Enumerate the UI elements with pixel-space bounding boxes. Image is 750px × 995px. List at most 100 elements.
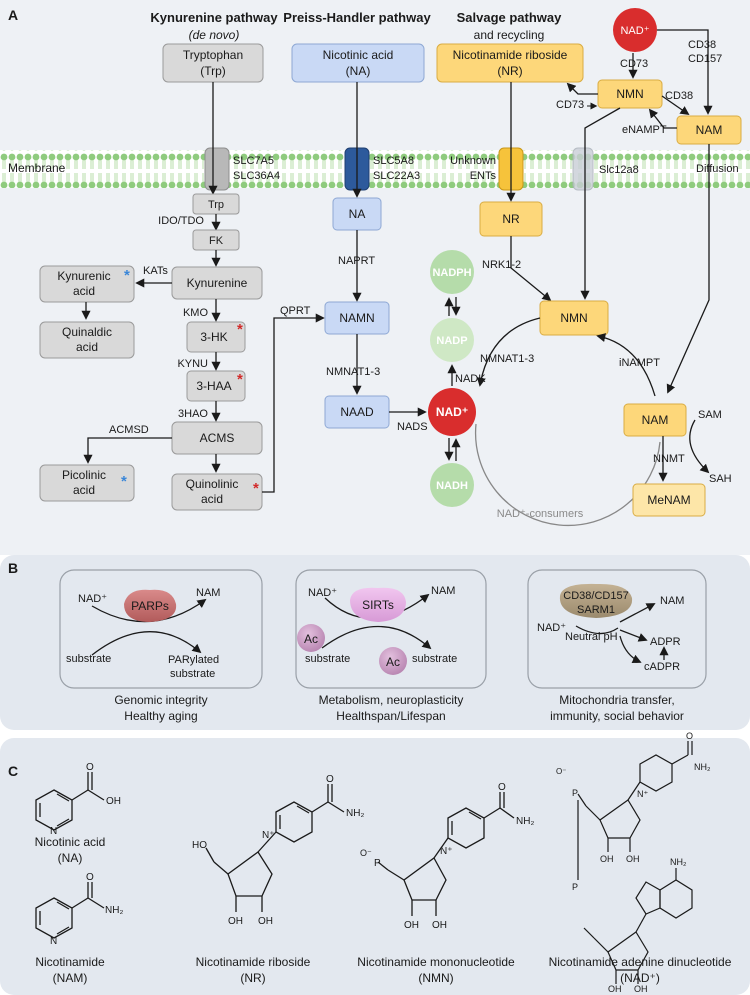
nad-oh-atom-3: OH	[608, 984, 622, 994]
arrow-quinolinic-to-namn	[262, 313, 325, 493]
node-picolinic-acid-label-1: Picolinic	[62, 468, 106, 482]
cd73-left-label: CD73	[556, 99, 584, 111]
slc5a8-label: SLC5A8	[373, 155, 414, 167]
cd38-nad: NAD⁺	[537, 622, 566, 634]
node-nadp-label: NADP	[436, 335, 467, 347]
nad-o-atom: O	[686, 731, 693, 741]
node-kynurenic-acid	[39, 265, 135, 303]
node-extracellular-nad-label: NAD⁺	[620, 25, 649, 37]
membrane-bilayer	[0, 150, 750, 188]
node-nam	[623, 403, 687, 437]
cd38-enzyme-label-2: SARM1	[577, 604, 615, 616]
node-extracellular-nam-label: NAM	[696, 123, 723, 137]
sirts-nad: NAD⁺	[308, 587, 337, 599]
nmn-transporter	[572, 147, 594, 191]
slc12a8-label: Slc12a8	[599, 164, 639, 176]
nr-nplus-atom: N⁺	[262, 830, 275, 841]
nmnat-right-label: NMNAT1-3	[480, 353, 534, 365]
3hk-star: *	[237, 321, 243, 338]
sirts-substrate: substrate	[305, 653, 350, 665]
sirts-arc-bottom	[321, 625, 432, 650]
node-nadh	[430, 463, 474, 507]
nmn-nh2-atom: NH₂	[516, 816, 534, 827]
nam-name: Nicotinamide	[35, 955, 105, 969]
nmn-ominus-atom: O⁻	[360, 848, 372, 858]
nmn-oh-atom-2: OH	[432, 920, 447, 931]
arrow-sam-to-sah	[689, 419, 710, 474]
node-menam	[632, 483, 706, 517]
nmn-p-atom: P	[374, 858, 381, 869]
panel-a-label: A	[8, 7, 18, 23]
node-namn-label: NAMN	[339, 311, 374, 325]
header-salvage-sub: and recycling	[474, 28, 545, 42]
naprt-label: NAPRT	[338, 255, 375, 267]
nadk-label: NADK	[455, 373, 486, 385]
node-nadph-label: NADPH	[432, 267, 471, 279]
parps-caption-2: Healthy aging	[124, 709, 197, 723]
sirts-caption-2: Healthspan/Lifespan	[336, 709, 445, 723]
nr-abbr: (NR)	[240, 971, 265, 985]
cd38-nam: NAM	[660, 595, 684, 607]
panel-b-label: B	[8, 560, 18, 576]
parps-product-1: PARylated	[168, 654, 219, 666]
nad-name: Nicotinamide adenine dinucleotide	[549, 955, 732, 969]
membrane-label: Membrane	[8, 161, 66, 175]
node-quinolinic-acid-label-2: acid	[201, 492, 223, 506]
node-quinaldic-acid	[39, 321, 135, 359]
cd38-adpr: ADPR	[650, 636, 681, 648]
cd38-neutral: Neutral pH	[565, 631, 618, 643]
nad-abbr: (NAD⁺)	[620, 971, 660, 985]
nad-oh-atom-2: OH	[626, 854, 640, 864]
node-nad-label: NAD⁺	[436, 405, 468, 419]
panel-c-label: C	[8, 763, 18, 779]
ents-label: ENTs	[470, 170, 497, 182]
slc7a5-label: SLC7A5	[233, 155, 274, 167]
nr-oh-atom-2: OH	[258, 916, 273, 927]
node-fk-label: FK	[209, 235, 224, 247]
cd38-mid-label: CD38	[665, 90, 693, 102]
kynu-label: KYNU	[177, 358, 208, 370]
cd38-arc	[575, 625, 619, 635]
header-preiss: Preiss-Handler pathway	[283, 10, 431, 25]
sirts-nam: NAM	[431, 585, 455, 597]
nmn-nplus-atom: N⁺	[440, 846, 453, 857]
node-nicotinic-acid	[291, 43, 425, 83]
inampt-label: iNAMPT	[619, 357, 660, 369]
node-tryptophan-label: Tryptophan	[183, 48, 243, 62]
node-kynurenic-acid-label-2: acid	[73, 284, 95, 298]
header-salvage: Salvage pathway	[457, 10, 563, 25]
header-kynurenine: Kynurenine pathway	[150, 10, 278, 25]
node-3haa-label: 3-HAA	[196, 379, 231, 393]
node-quinaldic-acid-label-2: acid	[76, 340, 98, 354]
node-acms-label: ACMS	[200, 431, 235, 445]
cd38-cadpr: cADPR	[644, 661, 680, 673]
nmn-structure	[377, 792, 515, 916]
cd157-label: CD157	[688, 53, 722, 65]
cd38-caption-1: Mitochondria transfer,	[559, 693, 674, 707]
sirts-box	[295, 569, 487, 689]
node-extracellular-nad	[613, 8, 657, 52]
nicotinamide-riboside-structure	[205, 784, 345, 912]
arrow-nam-to-nmn-enampt	[648, 108, 677, 129]
sirts-enzyme-label: SIRTs	[362, 598, 394, 612]
node-menam-label: MeNAM	[647, 493, 690, 507]
diffusion-label: Diffusion	[696, 163, 739, 175]
nam-o-atom: O	[86, 872, 94, 883]
picolinic-star: *	[121, 473, 127, 490]
3hao-label: 3HAO	[178, 408, 208, 420]
cd38-top-label: CD38	[688, 39, 716, 51]
nmn-abbr: (NMN)	[418, 971, 453, 985]
sirts-ac-1: Ac	[304, 632, 318, 646]
node-nam-label: NAM	[642, 413, 669, 427]
nmn-name: Nicotinamide mononucleotide	[357, 955, 515, 969]
ac-group-icon-1	[297, 624, 325, 652]
parps-enzyme-label: PARPs	[131, 599, 169, 613]
node-nadh-label: NADH	[436, 480, 468, 492]
node-nicotinamide-riboside	[436, 43, 584, 83]
sirts-caption-1: Metabolism, neuroplasticity	[319, 693, 464, 707]
nr-nh2-atom: NH₂	[346, 808, 364, 819]
acmsd-label: ACMSD	[109, 424, 149, 436]
qprt-label: QPRT	[280, 305, 311, 317]
na-n-atom: N	[50, 826, 57, 837]
panel-c-background	[0, 738, 750, 995]
